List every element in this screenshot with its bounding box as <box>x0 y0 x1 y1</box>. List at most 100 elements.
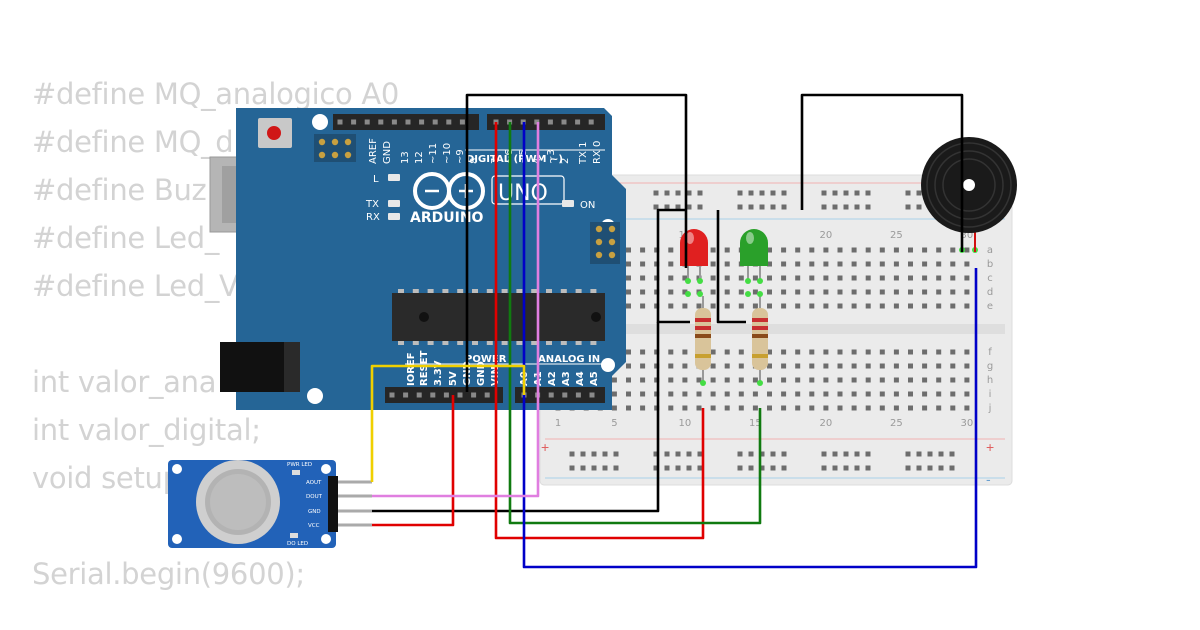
breadboard-hole[interactable] <box>682 391 688 397</box>
breadboard-hole[interactable] <box>908 289 913 295</box>
breadboard-hole[interactable] <box>668 391 674 397</box>
breadboard-hole[interactable] <box>950 391 956 397</box>
rail-hole[interactable] <box>686 190 692 196</box>
breadboard-hole[interactable] <box>837 275 843 281</box>
header-pin[interactable] <box>443 392 449 398</box>
rail-hole[interactable] <box>748 190 754 196</box>
rail-hole[interactable] <box>865 465 871 471</box>
breadboard-hole[interactable] <box>738 391 744 397</box>
breadboard-hole[interactable] <box>936 405 942 411</box>
rail-hole[interactable] <box>821 190 827 196</box>
rail-hole[interactable] <box>664 465 670 471</box>
breadboard-hole[interactable] <box>724 289 730 295</box>
breadboard-hole[interactable] <box>851 303 857 309</box>
breadboard-hole[interactable] <box>781 275 787 281</box>
breadboard-hole[interactable] <box>851 377 857 383</box>
breadboard-hole[interactable] <box>879 275 885 281</box>
rail-hole[interactable] <box>927 451 933 457</box>
breadboard-hole[interactable] <box>795 391 801 397</box>
breadboard-hole[interactable] <box>668 405 674 411</box>
rail-hole[interactable] <box>905 451 911 457</box>
breadboard-hole[interactable] <box>893 261 899 267</box>
breadboard-hole[interactable] <box>964 275 970 281</box>
rail-hole[interactable] <box>770 190 776 196</box>
rail-hole[interactable] <box>949 465 955 471</box>
breadboard-hole[interactable] <box>795 275 801 281</box>
rail-hole[interactable] <box>770 204 776 210</box>
breadboard-hole[interactable] <box>809 377 815 383</box>
rail-hole[interactable] <box>602 465 608 471</box>
breadboard-hole[interactable] <box>893 247 899 253</box>
header-pin[interactable] <box>405 119 411 125</box>
breadboard-hole[interactable] <box>724 391 730 397</box>
breadboard-hole[interactable] <box>851 247 857 253</box>
breadboard-hole[interactable] <box>964 377 970 383</box>
header-pin[interactable] <box>588 119 594 125</box>
breadboard-hole[interactable] <box>837 289 843 295</box>
breadboard-hole[interactable] <box>908 405 913 411</box>
breadboard-hole[interactable] <box>922 363 928 369</box>
breadboard-hole[interactable] <box>809 391 815 397</box>
rail-hole[interactable] <box>759 190 765 196</box>
header-pin[interactable] <box>561 119 567 125</box>
breadboard-hole[interactable] <box>865 247 871 253</box>
breadboard-hole[interactable] <box>710 363 716 369</box>
breadboard-hole[interactable] <box>724 261 730 267</box>
breadboard-hole[interactable] <box>767 261 772 267</box>
breadboard-hole[interactable] <box>795 349 801 355</box>
breadboard-hole[interactable] <box>851 275 857 281</box>
rail-hole[interactable] <box>759 204 765 210</box>
breadboard-hole[interactable] <box>922 261 928 267</box>
breadboard-hole[interactable] <box>964 363 970 369</box>
rail-hole[interactable] <box>854 190 860 196</box>
breadboard-hole[interactable] <box>851 405 857 411</box>
breadboard-hole[interactable] <box>668 275 674 281</box>
breadboard-hole[interactable] <box>908 377 913 383</box>
breadboard-hole[interactable] <box>611 391 617 397</box>
breadboard-hole[interactable] <box>626 391 631 397</box>
breadboard-hole[interactable] <box>696 377 702 383</box>
rail-hole[interactable] <box>821 465 827 471</box>
breadboard-hole[interactable] <box>964 289 970 295</box>
breadboard-hole[interactable] <box>640 289 646 295</box>
breadboard-hole[interactable] <box>781 247 787 253</box>
breadboard-hole[interactable] <box>823 405 829 411</box>
rail-hole[interactable] <box>854 465 860 471</box>
breadboard-hole[interactable] <box>837 261 843 267</box>
rail-hole[interactable] <box>697 190 703 196</box>
breadboard-hole[interactable] <box>865 303 871 309</box>
breadboard-hole[interactable] <box>781 377 787 383</box>
breadboard-hole[interactable] <box>710 289 716 295</box>
breadboard-hole[interactable] <box>809 405 815 411</box>
breadboard-hole[interactable] <box>668 247 674 253</box>
header-pin[interactable] <box>547 119 553 125</box>
rail-hole[interactable] <box>905 190 911 196</box>
breadboard-hole[interactable] <box>950 363 956 369</box>
breadboard-hole[interactable] <box>795 377 801 383</box>
breadboard-hole[interactable] <box>922 275 928 281</box>
breadboard-hole[interactable] <box>738 363 744 369</box>
breadboard-hole[interactable] <box>936 247 942 253</box>
rail-hole[interactable] <box>664 190 670 196</box>
breadboard-hole[interactable] <box>893 289 899 295</box>
breadboard-hole[interactable] <box>724 247 730 253</box>
rail-hole[interactable] <box>580 451 586 457</box>
breadboard-hole[interactable] <box>682 275 688 281</box>
breadboard-hole[interactable] <box>682 377 688 383</box>
breadboard-hole[interactable] <box>724 377 730 383</box>
breadboard-hole[interactable] <box>795 261 801 267</box>
breadboard-hole[interactable] <box>879 261 885 267</box>
breadboard-hole[interactable] <box>851 363 857 369</box>
rail-hole[interactable] <box>737 451 743 457</box>
breadboard-hole[interactable] <box>738 275 744 281</box>
breadboard-hole[interactable] <box>809 363 815 369</box>
breadboard-hole[interactable] <box>879 349 885 355</box>
header-pin[interactable] <box>389 392 395 398</box>
header-pin[interactable] <box>430 392 436 398</box>
breadboard-hole[interactable] <box>936 289 942 295</box>
breadboard-hole[interactable] <box>738 377 744 383</box>
breadboard-hole[interactable] <box>908 303 913 309</box>
breadboard-hole[interactable] <box>724 275 730 281</box>
breadboard-hole[interactable] <box>950 303 956 309</box>
breadboard-hole[interactable] <box>936 363 942 369</box>
